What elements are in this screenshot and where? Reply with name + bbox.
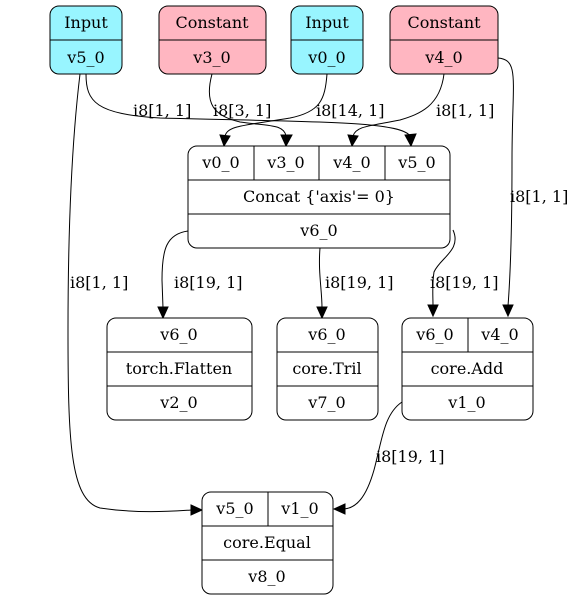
edge-label-v6-to-flatten: i8[19, 1] (174, 273, 243, 292)
node-constant-v4-kind: Constant (407, 13, 481, 32)
edge-labels: i8[1, 1] i8[3, 1] i8[14, 1] i8[1, 1] i8[… (70, 101, 568, 466)
node-flatten-op: torch.Flatten (126, 359, 232, 378)
node-equal[interactable]: v5_0 v1_0 core.Equal v8_0 (201, 491, 334, 595)
edge-v5-to-concat (85, 73, 411, 137)
node-tril-out: v7_0 (307, 393, 345, 412)
node-constant-v3[interactable]: Constant v3_0 (158, 5, 267, 75)
node-add-input-1: v4_0 (480, 325, 518, 344)
edge-v3-to-concat (208, 73, 287, 137)
node-tril-box (276, 317, 379, 421)
node-concat-input-3: v5_0 (397, 153, 435, 172)
edge-label-v3-to-concat: i8[3, 1] (213, 101, 271, 120)
node-flatten-box (106, 317, 253, 421)
node-concat-input-2: v4_0 (332, 153, 370, 172)
edge-v0-to-concat (224, 73, 328, 137)
edge-label-v5-to-concat: i8[1, 1] (133, 101, 191, 120)
edge-v5-to-equal-arrowhead (190, 504, 204, 516)
edge-label-v1-to-equal: i8[19, 1] (376, 447, 445, 466)
node-constant-v4[interactable]: Constant v4_0 (389, 5, 499, 75)
node-input-v0-out: v0_0 (307, 48, 345, 67)
edge-label-v6-to-add: i8[19, 1] (430, 273, 499, 292)
edge-v4-to-concat (352, 73, 445, 137)
node-constant-v3-out: v3_0 (192, 48, 230, 67)
edge-v5-to-concat-arrowhead (404, 133, 417, 148)
edges (67, 57, 514, 516)
node-equal-input-0: v5_0 (215, 499, 253, 518)
node-add[interactable]: v6_0 v4_0 core.Add v1_0 (401, 317, 534, 421)
edge-v0-to-concat-arrowhead (219, 134, 231, 148)
node-constant-v3-kind: Constant (175, 13, 249, 32)
node-equal-input-1: v1_0 (280, 499, 318, 518)
edge-v6-to-flatten (161, 230, 189, 309)
node-add-op: core.Add (431, 359, 504, 378)
edge-label-v5-to-equal: i8[1, 1] (70, 273, 128, 292)
edge-v4-to-add-arrowhead (502, 304, 514, 318)
node-constant-v4-out: v4_0 (424, 48, 462, 67)
node-concat-out: v6_0 (299, 221, 337, 240)
edge-v5-to-equal (67, 73, 193, 513)
node-add-input-0: v6_0 (415, 325, 453, 344)
edge-v1-to-equal-arrowhead (332, 503, 346, 515)
node-input-v5-out: v5_0 (66, 48, 104, 67)
edge-v4-to-concat-arrowhead (347, 134, 359, 148)
edge-label-v4-to-concat: i8[1, 1] (436, 101, 494, 120)
node-equal-out: v8_0 (247, 567, 285, 586)
edge-v6-to-add (432, 229, 456, 307)
node-tril[interactable]: v6_0 core.Tril v7_0 (276, 317, 379, 421)
edge-v4-to-add (497, 57, 514, 307)
node-input-v5-kind: Input (64, 13, 108, 32)
edge-v1-to-equal (343, 401, 403, 510)
node-concat-op: Concat {'axis'= 0} (243, 187, 395, 206)
node-input-v0[interactable]: Input v0_0 (290, 5, 364, 75)
edge-label-v4-to-add: i8[1, 1] (510, 187, 568, 206)
node-concat[interactable]: v0_0 v3_0 v4_0 v5_0 Concat {'axis'= 0} v… (187, 145, 451, 249)
node-tril-input-0: v6_0 (307, 325, 345, 344)
node-input-v5[interactable]: Input v5_0 (49, 5, 123, 75)
node-flatten-input-0: v6_0 (159, 325, 197, 344)
edge-v6-to-tril-arrowhead (316, 306, 328, 320)
edge-v6-to-flatten-arrowhead (157, 306, 169, 320)
edge-label-v0-to-concat: i8[14, 1] (316, 101, 385, 120)
node-flatten-out: v2_0 (159, 393, 197, 412)
node-equal-op: core.Equal (223, 533, 311, 552)
node-flatten[interactable]: v6_0 torch.Flatten v2_0 (106, 317, 253, 421)
node-add-out: v1_0 (447, 393, 485, 412)
node-tril-op: core.Tril (292, 359, 361, 378)
edge-v6-to-tril (318, 247, 323, 309)
edge-v6-to-add-arrowhead (427, 304, 439, 318)
node-concat-input-1: v3_0 (266, 153, 304, 172)
edge-label-v6-to-tril: i8[19, 1] (325, 273, 394, 292)
edge-v3-to-concat-arrowhead (280, 134, 293, 148)
node-input-v0-kind: Input (305, 13, 349, 32)
node-concat-input-0: v0_0 (201, 153, 239, 172)
